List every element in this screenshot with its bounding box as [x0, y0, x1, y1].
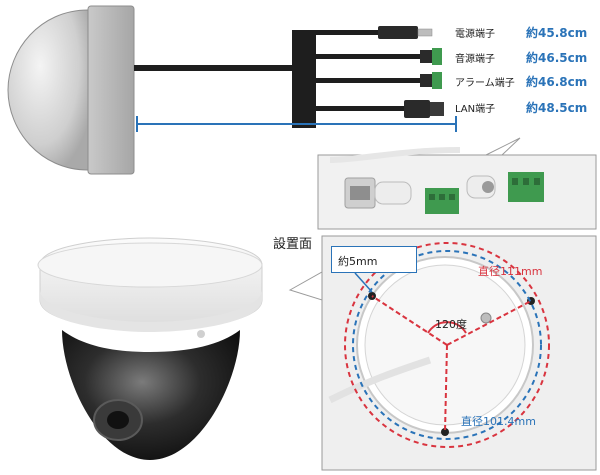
power-terminal-length: 約45.8cm: [526, 26, 588, 40]
install-callout-pointer: [288, 271, 323, 301]
lan-connector-icon: [404, 100, 444, 118]
outer-diameter-label: 直径111mm: [478, 265, 543, 278]
angle-label: 120度: [435, 318, 467, 331]
dome-camera-photo: [37, 237, 263, 460]
gap-callout-box: 約5mm: [331, 246, 417, 273]
power-connector-icon: [378, 26, 433, 39]
connector-photo: [317, 137, 597, 230]
alarm-connector-icon: [420, 72, 442, 89]
cable-length-dimension-line: [136, 116, 457, 132]
alarm-terminal-label: アラーム端子: [455, 78, 515, 89]
lan-terminal-length: 約48.5cm: [526, 101, 588, 115]
install-surface-title: 設置面: [273, 237, 313, 252]
outer-diameter-circle: [344, 242, 550, 448]
power-terminal-label: 電源端子: [455, 29, 495, 40]
gap-leader-line: [354, 272, 373, 293]
audio-terminal-length: 約46.5cm: [526, 51, 588, 65]
install-surface-photo: [321, 235, 597, 471]
lan-terminal-label: LAN端子: [455, 104, 496, 115]
cable-trunk: [134, 65, 292, 71]
audio-connector-icon: [420, 48, 442, 65]
inner-diameter-label: 直径101.4mm: [461, 415, 536, 428]
camera-side-silhouette: [7, 5, 135, 175]
audio-terminal-label: 音源端子: [455, 54, 495, 65]
inner-diameter-circle: [352, 250, 542, 440]
branch-cables: [316, 30, 422, 111]
angle-lines: [371, 295, 532, 433]
cable-splitter: [292, 30, 316, 128]
gap-value: 約5mm: [338, 255, 378, 268]
alarm-terminal-length: 約46.8cm: [526, 75, 588, 89]
